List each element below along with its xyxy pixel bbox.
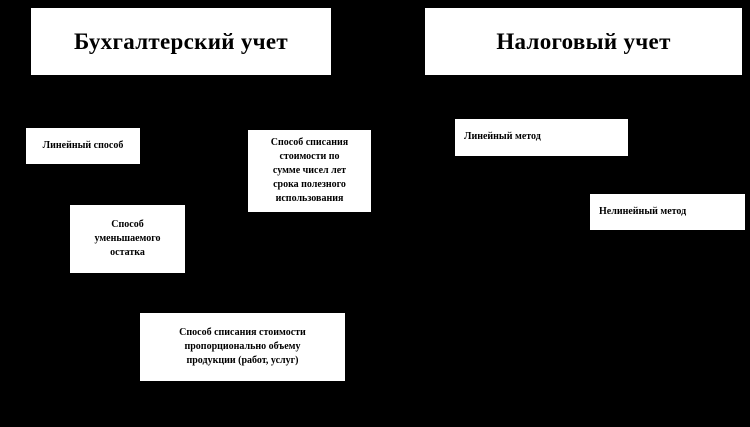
method-label-tax-linear: Линейный метод <box>464 131 541 143</box>
header-box-tax: Налоговый учет <box>425 8 742 75</box>
method-label-units-of-production-line-1: Способ списания стоимости <box>179 326 306 338</box>
method-box-sum-of-years: Способ списания стоимости по сумме чисел… <box>248 130 371 212</box>
method-label-sum-of-years-line-2: стоимости по <box>279 150 340 162</box>
method-label-declining-balance-line-1: Способ <box>111 218 144 230</box>
method-box-declining-balance: Способ уменьшаемого остатка <box>70 205 185 273</box>
method-box-tax-linear: Линейный метод <box>455 119 628 156</box>
method-label-sum-of-years-line-4: срока полезного <box>273 179 346 191</box>
method-label-sum-of-years-line-3: сумме чисел лет <box>272 164 347 176</box>
method-label-units-of-production-line-3: продукции (работ, услуг) <box>186 355 299 367</box>
method-label-tax-nonlinear: Нелинейный метод <box>599 205 687 217</box>
method-label-declining-balance-line-3: остатка <box>110 247 145 259</box>
header-label-accounting: Бухгалтерский учет <box>73 28 289 54</box>
method-box-linear-sposob: Линейный способ <box>26 128 140 164</box>
method-label-units-of-production-line-2: пропорционально объему <box>184 340 301 352</box>
method-box-units-of-production: Способ списания стоимости пропорциональн… <box>140 313 345 381</box>
method-label-linear-sposob: Линейный способ <box>42 139 124 151</box>
method-label-sum-of-years-line-1: Способ списания <box>270 136 349 148</box>
header-label-tax: Налоговый учет <box>496 28 671 54</box>
header-box-accounting: Бухгалтерский учет <box>31 8 331 75</box>
method-label-sum-of-years-line-5: использования <box>275 193 344 205</box>
method-label-declining-balance-line-2: уменьшаемого <box>94 232 161 244</box>
method-box-tax-nonlinear: Нелинейный метод <box>590 194 745 230</box>
